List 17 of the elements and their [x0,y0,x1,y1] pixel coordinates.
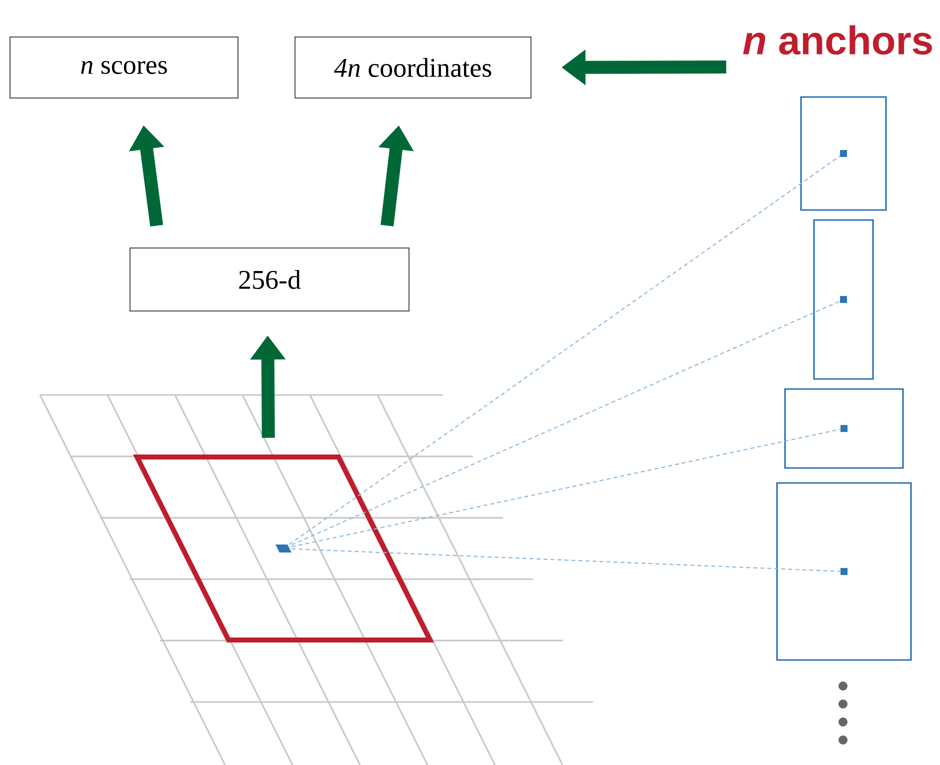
connector-line [289,156,840,545]
anchor-box [784,388,904,469]
anchor-center [840,296,847,303]
anchor-box [813,219,874,380]
connector-line [292,548,840,572]
center-point [276,544,292,552]
anchor-center [840,425,848,432]
heading-text: n anchors [743,25,932,55]
connector-line [291,300,840,546]
anchor-box [800,96,887,211]
anchor-center [840,150,847,157]
anchor-center [840,568,848,575]
text-box: 256-d [130,248,410,312]
connector-line [292,428,840,548]
text-box: n scores [10,36,238,98]
text-box: 4n coordinates [294,36,532,98]
anchor-box [776,482,912,661]
